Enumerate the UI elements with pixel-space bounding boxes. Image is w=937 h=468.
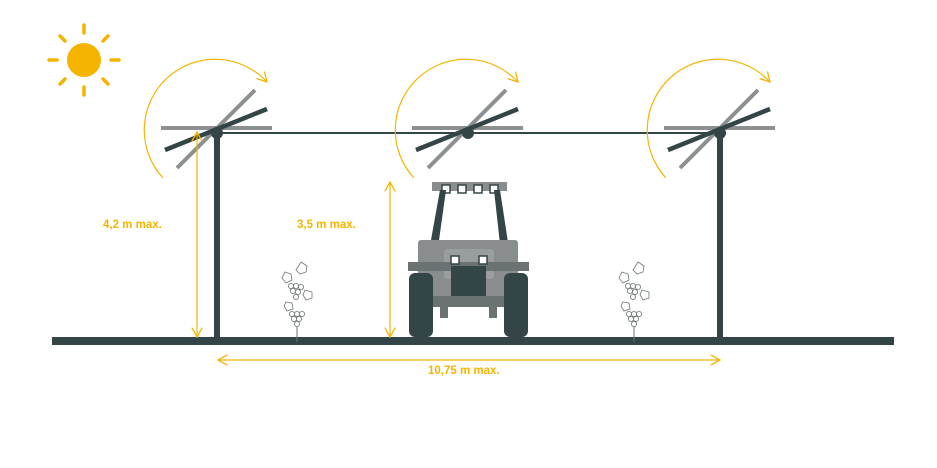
vine-plant-icon	[281, 261, 313, 343]
solar-tracker	[394, 58, 523, 179]
pivot	[211, 127, 223, 139]
ground	[52, 337, 894, 345]
tractor-icon	[408, 182, 529, 337]
height-tractor-label: 3,5 m max.	[297, 219, 356, 231]
post-right	[717, 133, 723, 338]
pivot	[714, 127, 726, 139]
rotation-arrow-icon	[143, 58, 267, 179]
solar-tracker	[143, 58, 272, 179]
vine-plant-icon	[618, 261, 650, 343]
sun-icon	[47, 23, 121, 97]
height-tracker-label: 4,2 m max.	[103, 219, 162, 231]
rotation-arrow-icon	[646, 58, 770, 179]
solar-tracker	[646, 58, 775, 179]
row-spacing-label: 10,75 m max.	[428, 365, 500, 377]
rotation-arrow-icon	[394, 58, 518, 179]
post-left	[214, 133, 220, 338]
pivot	[462, 127, 474, 139]
